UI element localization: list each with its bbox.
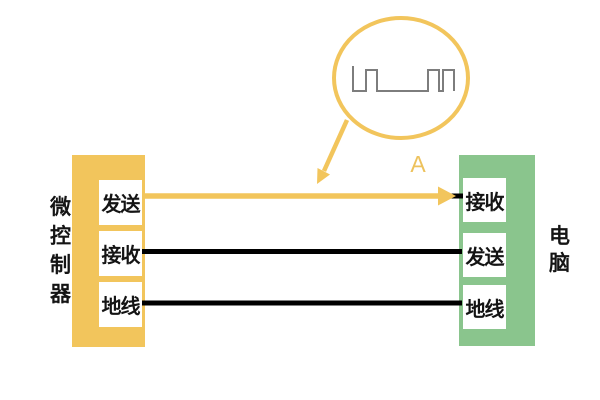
magnifier-circle — [332, 16, 470, 140]
mcu-port-tx: 发送 — [99, 180, 142, 225]
tx-rx-wire-arrowhead-icon — [438, 186, 456, 206]
magnifier-pointer-arrowhead-icon — [317, 168, 330, 184]
computer-label: 电脑 — [549, 225, 570, 275]
mcu-port-rx: 接收 — [99, 231, 142, 276]
pc-port-rx: 接收 — [463, 178, 506, 222]
magnifier-pointer-line — [321, 119, 350, 172]
pc-port-gnd: 地线 — [463, 285, 506, 329]
mcu-port-gnd: 地线 — [99, 282, 142, 327]
wire-annotation-a: A — [410, 151, 426, 177]
pc-port-tx: 发送 — [463, 233, 506, 277]
microcontroller-label: 微控制器 — [50, 196, 71, 306]
square-wave-signal-icon — [352, 66, 455, 92]
